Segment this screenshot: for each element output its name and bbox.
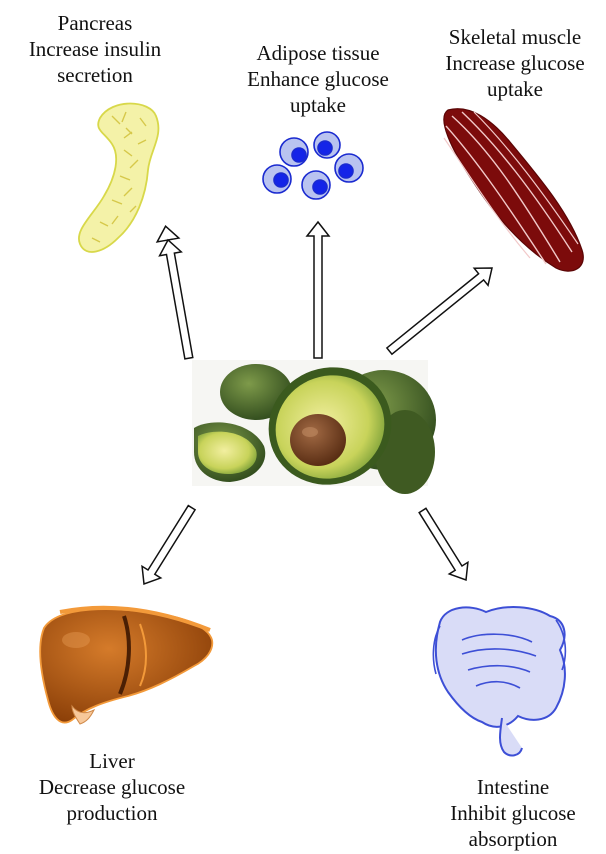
arrow-to-muscle: [382, 259, 498, 359]
liver-organ-name: Liver: [0, 748, 224, 774]
pancreas-effect-line2: secretion: [0, 62, 190, 88]
avocado-photo: [192, 348, 436, 504]
adipose-organ-name: Adipose tissue: [218, 40, 418, 66]
liver-label: Liver Decrease glucose production: [0, 748, 224, 826]
muscle-label: Skeletal muscle Increase glucose uptake: [424, 24, 606, 102]
adipose-effect-line1: Enhance glucose: [218, 66, 418, 92]
arrow-to-intestine: [413, 505, 475, 586]
intestine-illustration: [433, 607, 565, 755]
pancreas-illustration: [79, 104, 159, 252]
muscle-organ-name: Skeletal muscle: [424, 24, 606, 50]
adipose-effect-line2: uptake: [218, 92, 418, 118]
pancreas-effect-line1: Increase insulin: [0, 36, 190, 62]
muscle-effect-line1: Increase glucose: [424, 50, 606, 76]
muscle-effect-line2: uptake: [424, 76, 606, 102]
intestine-label: Intestine Inhibit glucose absorption: [420, 774, 606, 852]
liver-effect-line2: production: [0, 800, 224, 826]
adipose-label: Adipose tissue Enhance glucose uptake: [218, 40, 418, 118]
arrow-to-liver: [135, 502, 201, 590]
intestine-organ-name: Intestine: [420, 774, 606, 800]
arrow-to-pancreas: [155, 224, 200, 360]
arrow-to-adipose: [307, 222, 329, 358]
liver-effect-line1: Decrease glucose: [0, 774, 224, 800]
pancreas-organ-name: Pancreas: [0, 10, 190, 36]
intestine-effect-line1: Inhibit glucose: [420, 800, 606, 826]
adipose-cells-illustration: [263, 132, 363, 199]
liver-illustration: [40, 608, 212, 724]
intestine-effect-line2: absorption: [420, 826, 606, 852]
pancreas-label: Pancreas Increase insulin secretion: [0, 10, 190, 88]
skeletal-muscle-illustration: [444, 109, 583, 271]
